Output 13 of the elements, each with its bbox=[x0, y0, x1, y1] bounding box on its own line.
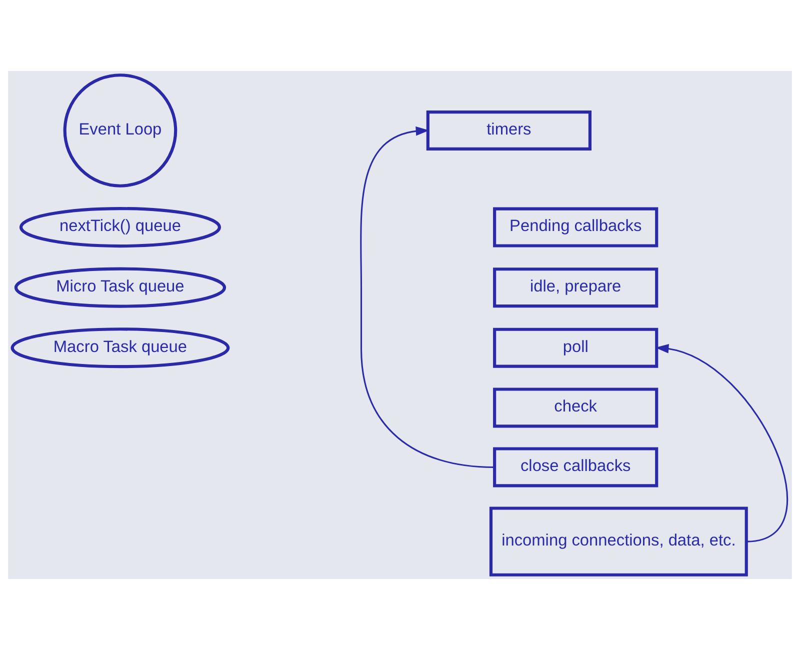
node-box: poll bbox=[493, 328, 658, 368]
node-box: idle, prepare bbox=[493, 268, 658, 308]
node-box: check bbox=[493, 388, 658, 428]
node-ellipse: Micro Task queue bbox=[14, 267, 226, 308]
node-ellipse: Macro Task queue bbox=[10, 328, 230, 368]
node-box: Pending callbacks bbox=[493, 207, 658, 248]
node-box: close callbacks bbox=[493, 447, 658, 488]
node-box: incoming connections, data, etc. bbox=[489, 506, 748, 576]
arrow bbox=[360, 126, 494, 468]
node-box: timers bbox=[426, 110, 592, 150]
node-ellipse: nextTick() queue bbox=[19, 207, 221, 248]
arrow bbox=[655, 344, 788, 542]
node-circle: Event Loop bbox=[63, 74, 178, 188]
